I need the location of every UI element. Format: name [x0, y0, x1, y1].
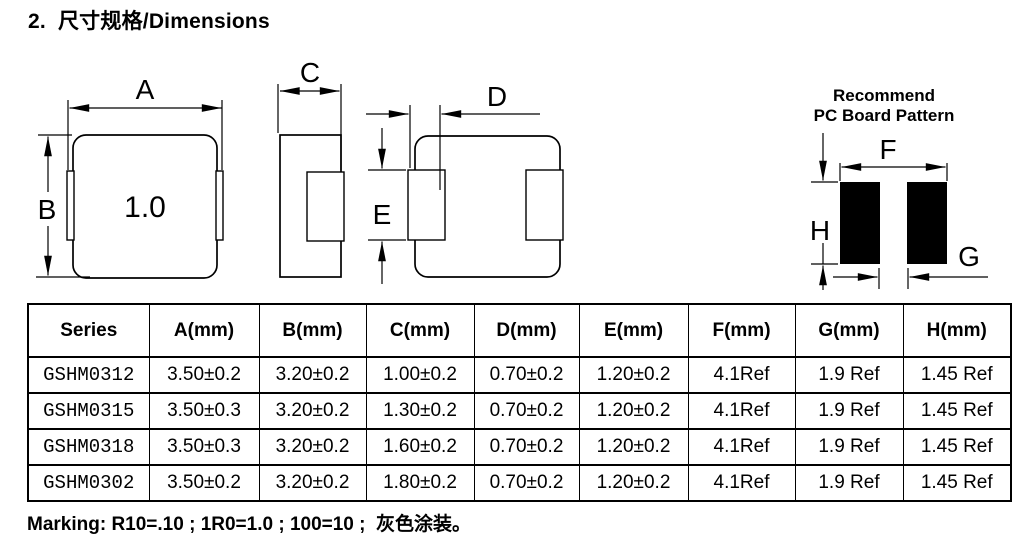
dim-e-lines	[368, 128, 406, 284]
table-cell: 1.80±0.2	[365, 464, 475, 502]
col-header-c: C(mm)	[365, 303, 475, 358]
dim-f-lines	[839, 163, 948, 181]
side-view-drawing	[277, 84, 345, 278]
table-cell: 1.20±0.2	[578, 464, 689, 502]
table-cell: 1.9 Ref	[794, 464, 904, 502]
table-cell: 4.1Ref	[687, 428, 796, 466]
table-row-gshm0312: GSHM0312 3.50±0.2 3.20±0.2 1.00±0.2 0.70…	[27, 356, 1012, 394]
dim-g-lines	[833, 268, 988, 289]
series-cell: GSHM0312	[27, 356, 150, 394]
dim-label-c: C	[300, 57, 320, 88]
bottom-view-terminal-right	[525, 169, 564, 241]
table-row-gshm0318: GSHM0318 3.50±0.3 3.20±0.2 1.60±0.2 0.70…	[27, 428, 1012, 466]
dim-label-a: A	[136, 74, 155, 105]
col-header-b: B(mm)	[258, 303, 367, 358]
pcb-pad-left	[840, 182, 880, 264]
series-cell: GSHM0302	[27, 464, 150, 502]
table-cell: 3.20±0.2	[258, 356, 367, 394]
table-cell: 3.50±0.2	[148, 464, 260, 502]
dim-h-lines	[811, 133, 838, 290]
dim-label-e: E	[373, 199, 392, 230]
bottom-view-terminal-left	[407, 169, 446, 241]
pcb-pattern-title-line2: PC Board Pattern	[814, 106, 955, 125]
table-cell: 1.30±0.2	[365, 392, 475, 430]
dim-label-f: F	[879, 134, 896, 165]
series-cell: GSHM0315	[27, 392, 150, 430]
table-cell: 0.70±0.2	[473, 464, 580, 502]
table-cell: 3.50±0.3	[148, 392, 260, 430]
col-header-d: D(mm)	[473, 303, 580, 358]
table-cell: 1.45 Ref	[902, 428, 1012, 466]
table-cell: 3.50±0.3	[148, 428, 260, 466]
dimensions-table: Series A(mm) B(mm) C(mm) D(mm) E(mm) F(m…	[27, 303, 1012, 502]
table-row-gshm0315: GSHM0315 3.50±0.3 3.20±0.2 1.30±0.2 0.70…	[27, 392, 1012, 430]
dim-b-lines	[36, 134, 90, 278]
col-header-a: A(mm)	[148, 303, 260, 358]
table-cell: 0.70±0.2	[473, 392, 580, 430]
table-row-gshm0302: GSHM0302 3.50±0.2 3.20±0.2 1.80±0.2 0.70…	[27, 464, 1012, 502]
dim-label-d: D	[487, 81, 507, 112]
table-cell: 1.9 Ref	[794, 428, 904, 466]
table-cell: 1.45 Ref	[902, 392, 1012, 430]
dim-label-b: B	[38, 194, 57, 225]
table-cell: 0.70±0.2	[473, 428, 580, 466]
bottom-view-drawing	[366, 105, 564, 284]
dim-label-h: H	[810, 215, 830, 246]
table-cell: 1.9 Ref	[794, 356, 904, 394]
table-cell: 1.00±0.2	[365, 356, 475, 394]
table-header-row: Series A(mm) B(mm) C(mm) D(mm) E(mm) F(m…	[27, 303, 1012, 358]
pcb-pad-right	[907, 182, 947, 264]
dim-c-lines	[277, 84, 342, 170]
table-cell: 3.20±0.2	[258, 428, 367, 466]
col-header-e: E(mm)	[578, 303, 689, 358]
table-cell: 3.20±0.2	[258, 392, 367, 430]
table-cell: 1.9 Ref	[794, 392, 904, 430]
top-view-drawing	[36, 100, 224, 279]
table-cell: 3.20±0.2	[258, 464, 367, 502]
pcb-pattern-drawing: Recommend PC Board Pattern	[810, 86, 988, 290]
table-cell: 1.20±0.2	[578, 356, 689, 394]
table-cell: 0.70±0.2	[473, 356, 580, 394]
top-view-terminal-left	[66, 170, 75, 241]
dim-label-g: G	[958, 241, 980, 272]
col-header-series: Series	[27, 303, 150, 358]
table-cell: 1.45 Ref	[902, 356, 1012, 394]
section-title: 2. 尺寸规格/Dimensions	[28, 10, 270, 33]
col-header-g: G(mm)	[794, 303, 904, 358]
side-view-terminal	[306, 171, 345, 242]
pcb-pattern-title-line1: Recommend	[833, 86, 935, 105]
col-header-h: H(mm)	[902, 303, 1012, 358]
table-cell: 1.20±0.2	[578, 392, 689, 430]
table-cell: 1.20±0.2	[578, 428, 689, 466]
table-cell: 4.1Ref	[687, 464, 796, 502]
table-cell: 1.45 Ref	[902, 464, 1012, 502]
col-header-f: F(mm)	[687, 303, 796, 358]
dim-d-lines	[366, 105, 540, 190]
top-view-terminal-right	[215, 170, 224, 241]
marking-note: Marking: R10=.10 ; 1R0=1.0 ; 100=10 ; 灰色…	[27, 514, 472, 535]
series-cell: GSHM0318	[27, 428, 150, 466]
table-cell: 4.1Ref	[687, 356, 796, 394]
table-cell: 4.1Ref	[687, 392, 796, 430]
inductance-marking: 1.0	[124, 191, 166, 224]
table-cell: 1.60±0.2	[365, 428, 475, 466]
table-cell: 3.50±0.2	[148, 356, 260, 394]
